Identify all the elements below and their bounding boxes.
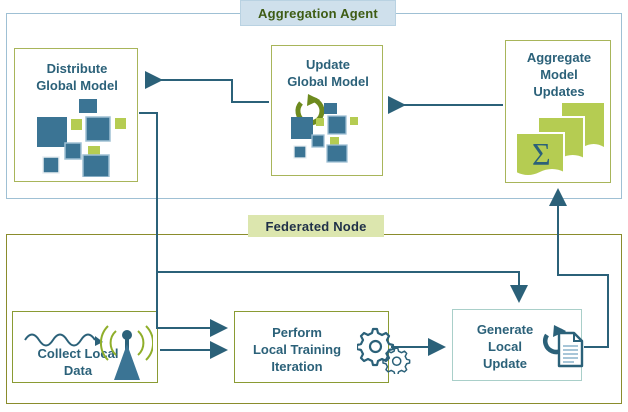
node-perform-local-training-iteration-label: Perform Local Training Iteration xyxy=(252,325,342,374)
flow-update-to-distribute xyxy=(145,71,269,103)
aggregation-agent-title-label: Aggregation Agent xyxy=(258,5,378,21)
federated-node-title: Federated Node xyxy=(248,215,384,237)
node-distribute-global-model-label: Distribute Global Model xyxy=(36,61,118,93)
aggregation-agent-title: Aggregation Agent xyxy=(240,0,396,26)
node-perform-local-training-iteration[interactable]: Perform Local Training Iteration xyxy=(234,311,411,383)
flow-generate-to-aggregate xyxy=(549,188,609,348)
node-aggregate-model-updates-label: Aggregate Model Updates xyxy=(526,50,592,99)
node-generate-local-update[interactable]: Generate Local Update xyxy=(452,309,584,381)
federated-node-title-label: Federated Node xyxy=(265,218,367,234)
node-update-global-model-label: Update Global Model xyxy=(287,57,369,89)
flow-distribute-to-train xyxy=(139,112,228,337)
node-collect-local-data[interactable]: Collect Local Data xyxy=(12,311,158,383)
flow-distribute-to-generate xyxy=(157,271,528,303)
node-generate-local-update-label: Generate Local Update xyxy=(476,322,534,371)
